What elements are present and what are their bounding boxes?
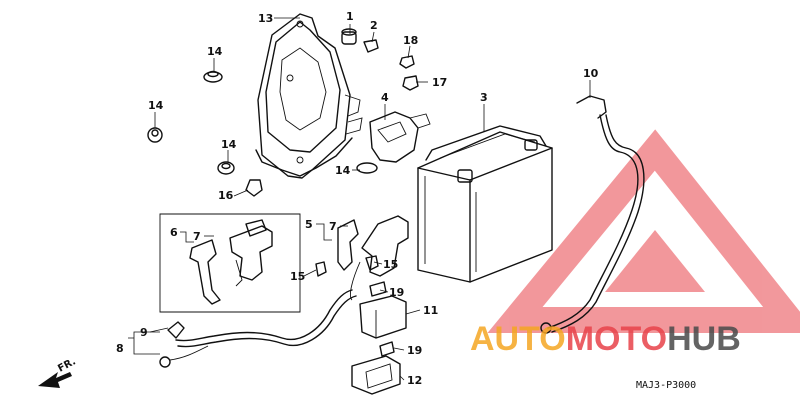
watermark-logo	[487, 129, 800, 333]
callout-15-b: 15	[383, 258, 398, 271]
callout-3: 3	[480, 91, 488, 104]
watermark-text: AUTOMOTOHUB	[470, 320, 741, 358]
callout-6: 6	[170, 226, 178, 239]
callout-7-b: 7	[329, 220, 337, 233]
callout-19-a: 19	[389, 286, 404, 299]
watermark-auto: AUTO	[470, 320, 566, 358]
watermark-moto: MOTO	[566, 320, 667, 358]
positive-cable	[159, 289, 357, 368]
callout-17: 17	[432, 76, 447, 89]
callout-labels: 13 1 2 18 17 4 3 14 14 14 16 14 10 6 7 5…	[116, 10, 599, 387]
watermark-hub: HUB	[667, 320, 741, 358]
callout-14-c: 14	[221, 138, 237, 151]
callout-16: 16	[218, 189, 234, 202]
callout-8: 8	[116, 342, 124, 355]
callout-4: 4	[381, 91, 389, 104]
callout-13: 13	[258, 12, 273, 25]
callout-14-b: 14	[148, 99, 164, 112]
small-fasteners	[147, 28, 419, 197]
callout-1: 1	[346, 10, 354, 23]
callout-7-a: 7	[193, 230, 201, 243]
callout-11: 11	[423, 304, 438, 317]
diagram-code: MAJ3-P3000	[636, 380, 696, 391]
front-label: FR.	[56, 356, 78, 374]
bracket-pair	[315, 215, 409, 301]
callout-14-d: 14	[335, 164, 351, 177]
callout-15-a: 15	[290, 270, 305, 283]
callout-9: 9	[140, 326, 148, 339]
svg-text:AUTOMOTOHUB: AUTOMOTOHUB	[470, 320, 741, 358]
callout-19-b: 19	[407, 344, 422, 357]
callout-10: 10	[583, 67, 599, 80]
callout-5: 5	[305, 218, 313, 231]
callout-18: 18	[403, 34, 418, 47]
front-direction-arrow: FR.	[38, 356, 78, 388]
starter-relay	[351, 281, 407, 395]
negative-cable	[540, 95, 645, 334]
relay-bracket	[369, 111, 431, 163]
callout-12: 12	[407, 374, 422, 387]
callout-14-a: 14	[207, 45, 223, 58]
battery-tray-bracket	[255, 13, 363, 179]
bracket-group-box	[159, 213, 301, 313]
leader-lines	[128, 17, 591, 381]
battery	[417, 125, 553, 283]
callout-2: 2	[370, 19, 378, 32]
